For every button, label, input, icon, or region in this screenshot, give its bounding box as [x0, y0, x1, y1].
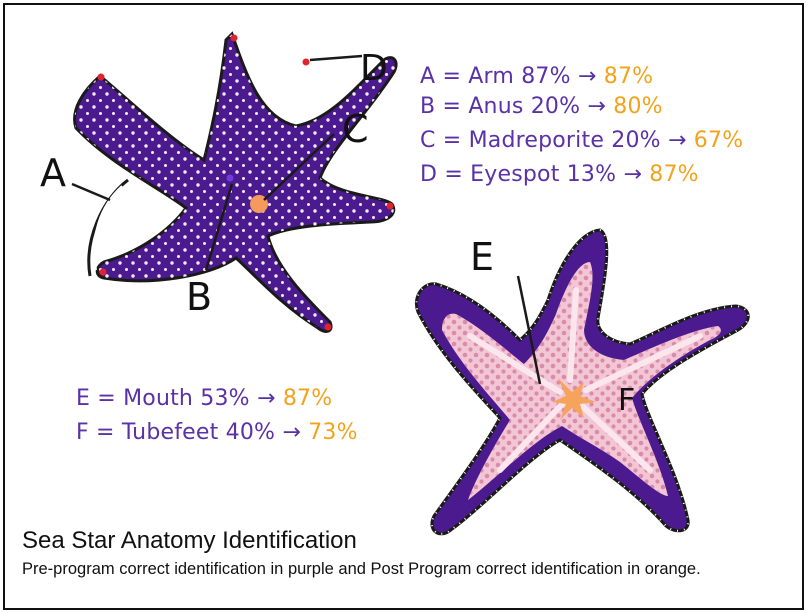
pre-score-arm: A = Arm 87% — [420, 64, 571, 89]
legend-row-mouth: E = Mouth 53% → 87% — [76, 388, 332, 410]
legend-row-tubefeet: F = Tubefeet 40% → 73% — [76, 422, 358, 444]
figure-subtitle: Pre-program correct identification in pu… — [22, 558, 702, 580]
arrow-icon: → — [587, 94, 606, 119]
arrow-icon: → — [257, 386, 276, 411]
legend-row-anus: B = Anus 20% → 80% — [420, 96, 663, 118]
label-a: A — [40, 151, 66, 195]
pre-score-mouth: E = Mouth 53% — [76, 386, 250, 411]
label-b: B — [186, 275, 212, 319]
label-c: C — [342, 107, 369, 151]
sea-star-bottom — [416, 230, 748, 534]
pre-score-anus: B = Anus 20% — [420, 94, 580, 119]
post-score-tubefeet: 73% — [308, 420, 358, 445]
pre-score-eyespot: D = Eyespot 13% — [420, 162, 616, 187]
legend-row-madreporite: C = Madreporite 20% → 67% — [420, 130, 743, 152]
figure-title: Sea Star Anatomy Identification — [22, 527, 357, 555]
eyespot-marker — [303, 59, 310, 66]
legend-row-arm: A = Arm 87% → 87% — [420, 66, 653, 88]
eyespot-marker — [100, 269, 107, 276]
sea-star-top — [75, 34, 397, 331]
eyespot-marker — [387, 203, 394, 210]
eyespot-marker — [98, 74, 105, 81]
arrow-icon: → — [282, 420, 301, 445]
arrow-icon: → — [668, 128, 687, 153]
eyespot-marker — [231, 35, 238, 42]
post-score-eyespot: 87% — [649, 162, 699, 187]
post-score-mouth: 87% — [283, 386, 333, 411]
arrow-icon: → — [578, 64, 597, 89]
label-e: E — [470, 235, 494, 279]
pre-score-madreporite: C = Madreporite 20% — [420, 128, 661, 153]
label-d: D — [360, 48, 388, 89]
legend-row-eyespot: D = Eyespot 13% → 87% — [420, 164, 699, 186]
label-f: F — [618, 383, 635, 418]
pre-score-tubefeet: F = Tubefeet 40% — [76, 420, 275, 445]
post-score-arm: 87% — [604, 64, 654, 89]
post-score-anus: 80% — [613, 94, 663, 119]
post-score-madreporite: 67% — [694, 128, 744, 153]
anus-marker — [227, 175, 234, 182]
eyespot-marker — [325, 324, 332, 331]
arrow-icon: → — [623, 162, 642, 187]
